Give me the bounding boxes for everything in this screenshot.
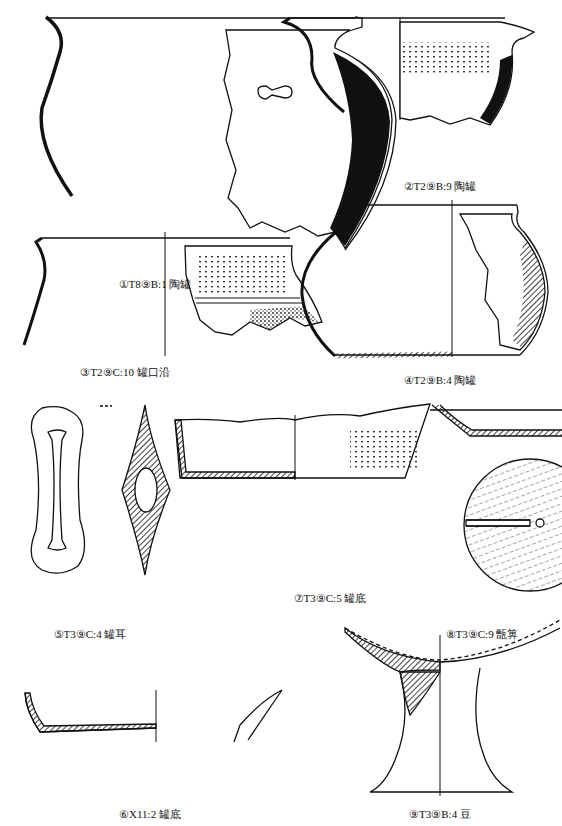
figure-caption: ②T2⑨B:9 陶罐 xyxy=(404,180,477,193)
figure-caption: ③T2⑨C:10 罐口沿 xyxy=(80,366,169,379)
dou-stemmed-dish-9 xyxy=(345,620,560,796)
figure-caption: ⑤T3⑨C:4 罐耳 xyxy=(54,628,127,641)
steamer-grate-8 xyxy=(430,405,562,591)
figure-caption: ⑧T3⑨C:9 甑箅 xyxy=(446,628,519,641)
jar-base-7 xyxy=(175,404,430,480)
figure-caption: ⑨T3⑨B:4 豆 xyxy=(409,808,471,821)
jar-lug-5 xyxy=(31,405,170,575)
figure-caption: ⑥X11:2 罐底 xyxy=(119,808,181,821)
figure-caption: ①T8⑨B:1 陶罐 xyxy=(119,278,192,291)
figure-caption: ⑦T3⑨C:5 罐底 xyxy=(294,592,367,605)
figure-caption: ④T2⑨B:4 陶罐 xyxy=(404,374,477,387)
jar-4 xyxy=(302,200,548,357)
jar-base-6 xyxy=(25,690,282,742)
jar-2 xyxy=(284,18,534,125)
jar-rim-3 xyxy=(24,232,322,356)
